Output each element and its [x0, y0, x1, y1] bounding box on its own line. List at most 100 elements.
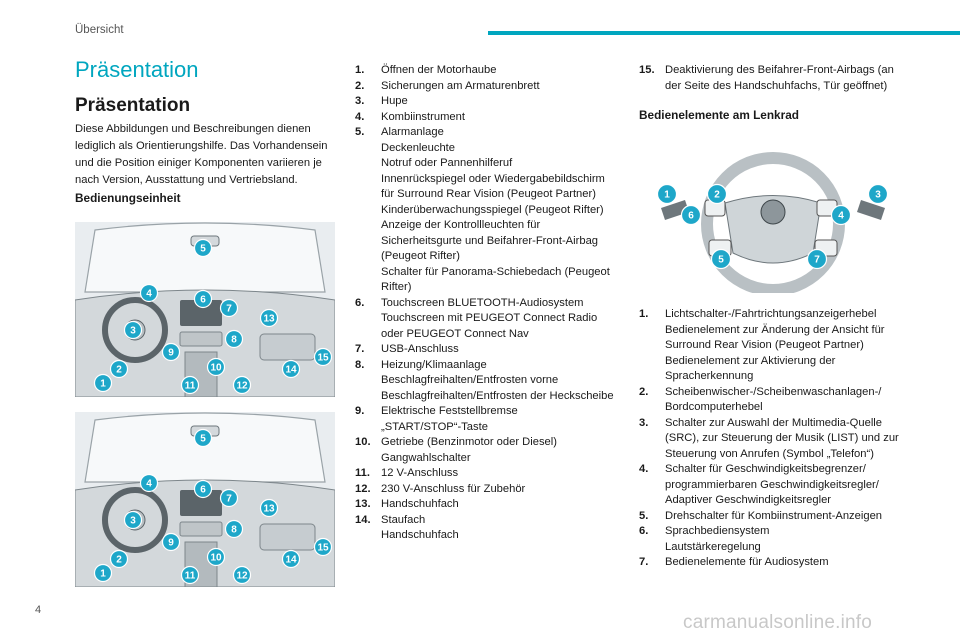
header-accent-bar — [488, 31, 960, 35]
callout-badge-15: 15 — [313, 537, 333, 557]
item-line: Schalter zur Auswahl der Multimedia-Quel… — [665, 416, 899, 460]
svg-text:12: 12 — [236, 381, 248, 392]
glovebox — [259, 333, 316, 361]
item-line: Schalter für Geschwindigkeitsbegrenzer/ … — [665, 463, 879, 506]
item-line: Touchscreen BLUETOOTH-Audiosystem — [381, 296, 584, 309]
callout-badge-14: 14 — [281, 359, 301, 379]
item-line: Innenrückspiegel oder Wiedergabebildschi… — [381, 172, 605, 201]
item-text: Scheibenwischer-/Scheibenwaschanlagen-/ … — [665, 385, 901, 416]
svg-text:10: 10 — [210, 553, 222, 564]
svg-text:6: 6 — [688, 211, 694, 222]
list-item: 4.Schalter für Geschwindigkeitsbegrenzer… — [639, 462, 901, 509]
callout-badge-3: 3 — [867, 183, 889, 205]
item-line: Handschuhfach — [381, 529, 459, 541]
item-line: USB-Anschluss — [381, 343, 459, 355]
left-stalk — [661, 200, 689, 220]
svg-text:14: 14 — [285, 365, 297, 376]
svg-text:9: 9 — [168, 538, 174, 549]
callout-badge-11: 11 — [180, 565, 200, 585]
item-number: 7. — [355, 343, 365, 355]
steering-wheel — [102, 297, 168, 363]
callout-badge-2: 2 — [109, 359, 129, 379]
svg-text:6: 6 — [200, 295, 206, 306]
item-text: Handschuhfach — [381, 497, 617, 513]
callout-badge-8: 8 — [224, 329, 244, 349]
svg-text:3: 3 — [130, 326, 136, 337]
callout-badge-10: 10 — [206, 547, 226, 567]
callout-badge-9: 9 — [161, 342, 181, 362]
item-text: Getriebe (Benzinmotor oder Diesel)Gangwa… — [381, 435, 617, 466]
list-item: 3.Hupe — [355, 94, 617, 110]
item-line: Lichtschalter-/Fahrtrichtungsanzeigerheb… — [665, 308, 877, 320]
center-screen — [180, 300, 222, 326]
page-number: 4 — [35, 604, 42, 616]
item-number: 4. — [355, 110, 365, 123]
list-item: 7. Bedienelemente für Audiosystem — [639, 555, 901, 571]
item-line: Hupe — [381, 95, 408, 107]
item-line: Elektrische Feststellbremse — [381, 405, 518, 417]
item-line: Kombiinstrument — [381, 110, 465, 123]
item-line: Heizung/Klimaanlage — [381, 358, 487, 371]
callout-badge-1: 1 — [93, 373, 113, 393]
item-number: 5. — [355, 126, 365, 138]
svg-text:4: 4 — [838, 211, 844, 222]
list-item: 2.Sicherungen am Armaturenbrett — [355, 79, 617, 95]
list-item: 5.Drehschalter für Kombiinstrument-Anzei… — [639, 509, 901, 525]
list-item: 1. Öffnen der Motorhaube — [355, 63, 617, 79]
callout-badge-3: 3 — [123, 510, 143, 530]
svg-text:7: 7 — [814, 255, 820, 266]
item-number: 5. — [639, 509, 649, 522]
callout-badge-9: 9 — [161, 532, 181, 552]
item-line: Beschlagfreihalten/Entfrosten vorne — [381, 374, 559, 386]
vents-center — [179, 331, 223, 347]
page-heading: Präsentation — [75, 95, 191, 116]
callout-badge-5: 5 — [710, 248, 732, 270]
callout-badge-13: 13 — [259, 308, 279, 328]
item-number: 7. — [639, 556, 649, 568]
list-item: 3.Schalter zur Auswahl der Multimedia-Qu… — [639, 416, 901, 463]
callout-badge-12: 12 — [232, 375, 252, 395]
item-line: Öffnen der Motorhaube — [381, 64, 497, 76]
callout-badge-13: 13 — [259, 498, 279, 518]
list-item: 2.Scheibenwischer-/Scheibenwaschanlagen-… — [639, 385, 901, 416]
svg-text:10: 10 — [210, 363, 222, 374]
peugeot-logo-icon — [760, 199, 786, 225]
svg-text:15: 15 — [317, 353, 329, 364]
windshield — [84, 222, 326, 293]
item-text: Elektrische Feststellbremse „START/STOP“-… — [381, 404, 617, 435]
svg-text:5: 5 — [200, 244, 206, 255]
item-line: Notruf oder Pannenhilferuf — [381, 157, 513, 169]
item-line: „START/STOP“-Taste — [381, 420, 488, 433]
item-line: Staufach — [381, 513, 426, 526]
callout-badge-6: 6 — [680, 204, 702, 226]
list-item: 9.Elektrische Feststellbremse„START/STOP… — [355, 404, 617, 435]
svg-text:1: 1 — [100, 569, 106, 580]
item-text: Lichtschalter-/Fahrtrichtungsanzeigerheb… — [665, 307, 901, 385]
list-item: 12.230 V-Anschluss für Zubehör — [355, 482, 617, 498]
svg-text:4: 4 — [146, 479, 152, 490]
item-number: 6. — [639, 525, 649, 537]
svg-text:13: 13 — [263, 314, 275, 325]
item-line: Bedienelemente für Audiosystem — [665, 556, 829, 568]
svg-text:3: 3 — [875, 190, 881, 201]
item-number: 10. — [355, 436, 371, 448]
item-text: Öffnen der Motorhaube — [381, 63, 617, 79]
callout-badge-11: 11 — [180, 375, 200, 395]
svg-text:2: 2 — [714, 190, 720, 201]
item-line: 12 V-Anschluss — [381, 467, 459, 479]
callout-badge-5: 5 — [193, 238, 213, 258]
svg-text:5: 5 — [200, 434, 206, 445]
svg-text:4: 4 — [146, 289, 152, 300]
item-line: Bedienelement zur Änderung der Ansicht f… — [665, 323, 885, 352]
list-item: 11.12 V-Anschluss — [355, 466, 617, 482]
callout-badge-7: 7 — [219, 298, 239, 318]
item-number: 1. — [355, 64, 365, 76]
right-stalk — [857, 200, 885, 220]
